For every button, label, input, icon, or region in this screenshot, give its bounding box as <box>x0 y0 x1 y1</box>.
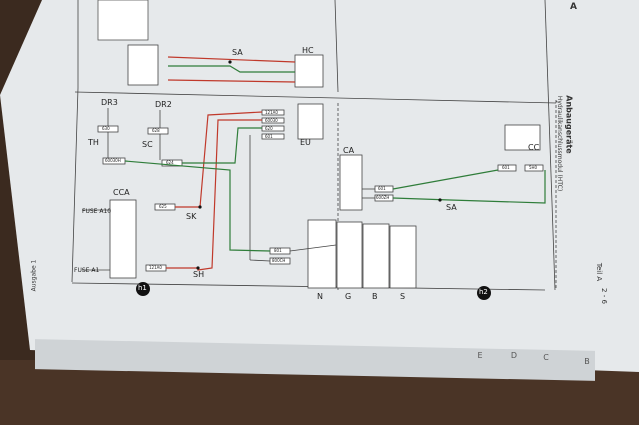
cc-component <box>504 124 541 151</box>
wire-code: 628 <box>152 128 160 133</box>
edition-label: Ausgabe 1 <box>30 259 38 292</box>
label-eu: EU <box>300 138 311 147</box>
hc-connector <box>294 54 324 88</box>
wire-code: 625 <box>159 204 167 209</box>
connector-g <box>336 221 363 289</box>
h2-badge <box>477 286 491 300</box>
label-sa-top: SA <box>232 48 243 57</box>
wire-code: 60030 <box>265 118 278 123</box>
label-g: G <box>345 292 352 301</box>
label-s: S <box>400 292 406 301</box>
top-a-label: A <box>570 2 577 12</box>
wire-code: 121A0 <box>265 110 278 115</box>
label-sc: SC <box>142 140 153 149</box>
label-sa-right: SA <box>446 203 457 212</box>
wire-code: 620 <box>265 126 273 131</box>
label-sh: SH <box>193 270 205 279</box>
label-hc: HC <box>302 46 314 55</box>
wire-code: 630 <box>102 126 110 131</box>
green-wires <box>124 65 546 252</box>
wire-code: 624 <box>166 160 174 165</box>
tab-e: E <box>477 351 483 360</box>
page-number: 2 - 6 <box>599 288 608 304</box>
wire-code: 801 <box>274 248 282 253</box>
label-cca: CCA <box>113 188 130 197</box>
top-module <box>97 0 149 41</box>
wire-code: 5H0 <box>529 165 538 170</box>
ca-connector <box>339 154 363 211</box>
wire-code: 601 <box>502 165 510 170</box>
right-subtitle: Hydraulikanschlussmodul (HTC) <box>556 95 564 192</box>
connector-s <box>389 225 417 289</box>
label-cc: CC <box>528 143 540 152</box>
tab-d: D <box>510 351 518 360</box>
label-sk: SK <box>186 212 197 221</box>
label-fuse-a10: FUSE A10 <box>82 208 112 215</box>
label-ca: CA <box>343 146 355 155</box>
cca-fusebox <box>109 199 137 279</box>
h1-badge <box>136 282 150 296</box>
label-dr3: DR3 <box>101 98 118 107</box>
wire-code: 60030H <box>105 158 121 163</box>
connector-b <box>362 223 390 289</box>
eu-connector <box>297 103 324 140</box>
wire-code: 800CH <box>272 258 286 263</box>
paper-sheet <box>0 0 639 372</box>
tab-c: C <box>543 353 549 362</box>
red-wires <box>166 56 296 271</box>
label-fuse-a1: FUSE A1 <box>74 267 100 274</box>
tab-b: B <box>584 357 590 366</box>
wire-code: 601 <box>378 186 386 191</box>
label-h2: h2 <box>479 288 488 296</box>
label-n: N <box>317 292 323 301</box>
label-h1: h1 <box>138 284 147 292</box>
wire-code: 601 <box>265 134 273 139</box>
connector-n <box>307 219 337 289</box>
wire-code: 121A0 <box>149 265 162 270</box>
wire-code: 600ZH <box>376 195 390 200</box>
right-title: Anbaugeräte <box>564 95 574 154</box>
label-b: B <box>372 292 378 301</box>
label-th: TH <box>88 138 99 147</box>
label-dr2: DR2 <box>155 100 172 109</box>
teil-label: Teil A <box>595 262 604 282</box>
